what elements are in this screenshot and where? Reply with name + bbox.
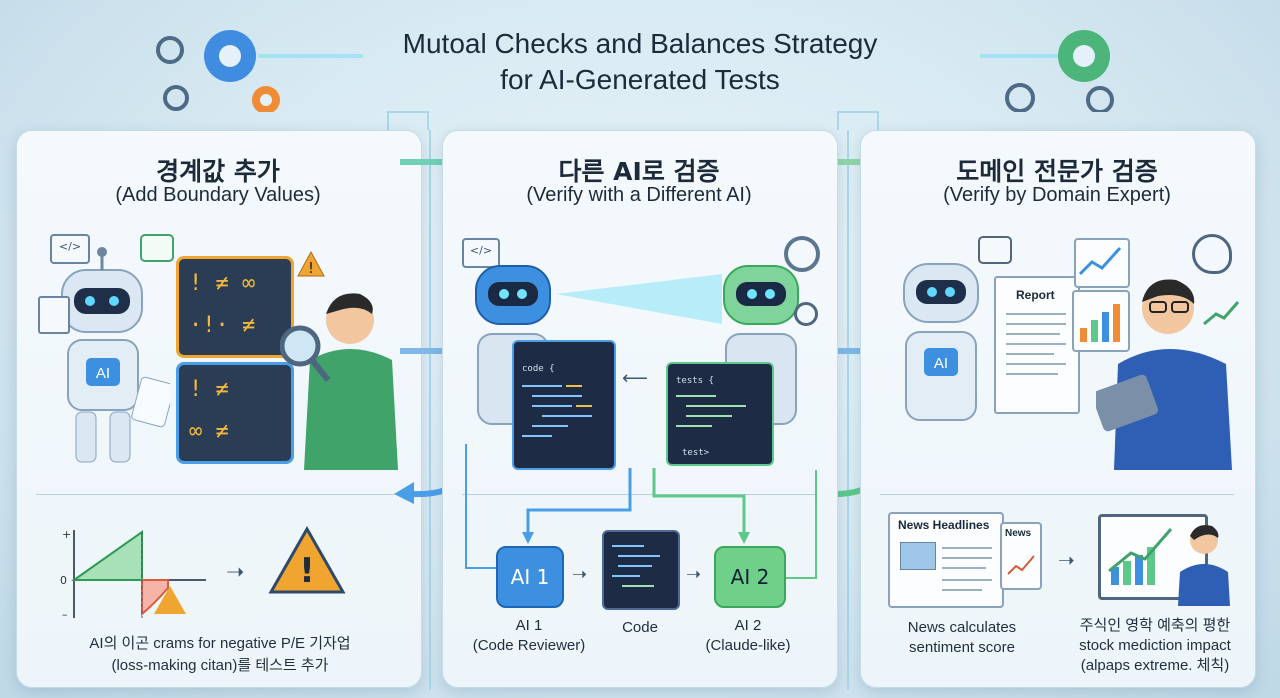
news-small-label: News: [1005, 528, 1032, 539]
report-label: Report: [1016, 288, 1055, 302]
document-icon: [38, 296, 70, 334]
screen-row-3: ! ≠: [189, 377, 229, 402]
ai2-caption-line1: AI 2: [734, 617, 762, 634]
panel3-caption-left-1: News calculates: [907, 619, 1017, 636]
gear-icon: [784, 236, 820, 272]
chat-bubble-icon: [978, 236, 1012, 264]
panel1-caption-line1: AI의 이곤 crams for negative P/E 기자업: [89, 635, 351, 652]
boundary-chart: + 0 –: [58, 524, 208, 624]
chart-zero-label: 0: [60, 574, 67, 587]
arrow-left-small: ⟵: [622, 368, 648, 389]
arrow-right-icon: ➝: [686, 564, 702, 585]
chart-minus-label: –: [62, 608, 68, 621]
chart-plus-label: +: [62, 528, 71, 541]
screen-row-2: ·!· ≠: [189, 313, 256, 338]
ai1-box-label: AI 1: [510, 565, 550, 589]
code-window-left: code {: [512, 340, 616, 470]
ai2-box: AI 2: [714, 546, 786, 608]
panel1-caption-line2: (loss-making citan)를 테스트 추가: [111, 657, 329, 674]
arrow-right-icon: ➝: [226, 560, 245, 585]
magnifier-icon: [794, 302, 818, 326]
warning-icon: !: [296, 250, 326, 282]
page-title: Mutoal Checks and Balances Strategy for …: [0, 26, 1280, 98]
code-label-left: code {: [522, 364, 555, 374]
person-with-magnifier: [279, 280, 406, 470]
panel3-caption-left-2: sentiment score: [909, 639, 1015, 656]
robot-illustration: AI: [40, 240, 175, 470]
news-small-card: News: [1000, 522, 1042, 590]
chat-bubble-icon: [140, 234, 174, 262]
panel3-caption-right-2: stock mediction impact: [1079, 637, 1231, 654]
code-window-icon: </>: [462, 238, 500, 268]
ai1-box: AI 1: [496, 546, 564, 608]
tests-end-label: test>: [682, 448, 710, 458]
screen-row-4: ∞ ≠: [189, 419, 229, 444]
ai2-caption-line2: (Claude-like): [705, 637, 791, 654]
flow-connectors: [465, 444, 817, 579]
tests-window-right: tests { test>: [666, 362, 774, 466]
panel1-divider: [36, 494, 400, 495]
panel2-divider: [462, 494, 816, 495]
news-image-icon: [900, 542, 936, 570]
header-gears-left: [148, 12, 368, 114]
arrow-right-icon: ➝: [1058, 548, 1075, 572]
ai1-caption-line2: (Code Reviewer): [472, 637, 586, 654]
header-gears-right: [980, 12, 1160, 114]
panel2-title-en: (Verify with a Different AI): [526, 184, 752, 206]
expert-person: [1091, 264, 1236, 470]
robot-ai-badge: AI: [934, 355, 948, 372]
robot-illustration: AI: [880, 254, 1000, 464]
title-line-1: Mutoal Checks and Balances Strategy: [402, 28, 878, 59]
ai1-caption-line1: AI 1: [515, 617, 543, 634]
panel3-title-en: (Verify by Domain Expert): [943, 184, 1171, 206]
code-caption: Code: [622, 619, 658, 636]
symbol-screen-bottom: ! ≠ ∞ ≠: [176, 362, 294, 464]
title-line-2: for AI-Generated Tests: [500, 64, 780, 95]
robot-ai-badge: AI: [96, 365, 110, 382]
panel3-caption-right-3: (alpaps extreme. 체칙): [1080, 657, 1230, 674]
panel3-caption-right-1: 주식인 영학 예축의 평한: [1079, 617, 1231, 634]
tests-label: tests {: [676, 376, 714, 386]
gear-icon: [252, 86, 280, 114]
news-headlines-label: News Headlines: [898, 518, 990, 532]
gear-icon: [1005, 83, 1114, 114]
beam-between-robots: [556, 268, 726, 352]
brain-head-icon: [1192, 234, 1232, 274]
code-window-icon: </>: [50, 234, 90, 264]
panel3-divider: [880, 494, 1234, 495]
chart-card-bars: [1072, 290, 1130, 352]
ai2-box-label: AI 2: [730, 565, 770, 589]
svg-text:!: !: [299, 551, 315, 591]
svg-text:!: !: [308, 259, 314, 277]
growth-chart-icon: [1202, 298, 1242, 332]
arrow-right-icon: ➝: [572, 564, 588, 585]
code-box: [602, 530, 680, 610]
report-document: Report: [994, 276, 1080, 414]
analyst-person: [1176, 520, 1232, 610]
gear-icon: [204, 30, 256, 82]
chart-card-line: [1074, 238, 1130, 288]
screen-row-1: ! ≠ ∞: [189, 271, 256, 296]
symbol-screen-top: ! ≠ ∞ ·!· ≠: [176, 256, 294, 358]
panel1-title-en: (Add Boundary Values): [115, 184, 321, 206]
panel3-title-ko: 도메인 전문가 검증: [956, 157, 1158, 186]
gear-icon: [1058, 30, 1110, 82]
panel2-title-ko: 다른 AI로 검증: [558, 157, 720, 186]
panel1-title-ko: 경계값 추가: [156, 157, 280, 186]
gear-icon: [156, 36, 189, 111]
news-card: News Headlines: [888, 512, 1004, 608]
big-warning-icon: !: [268, 525, 346, 600]
